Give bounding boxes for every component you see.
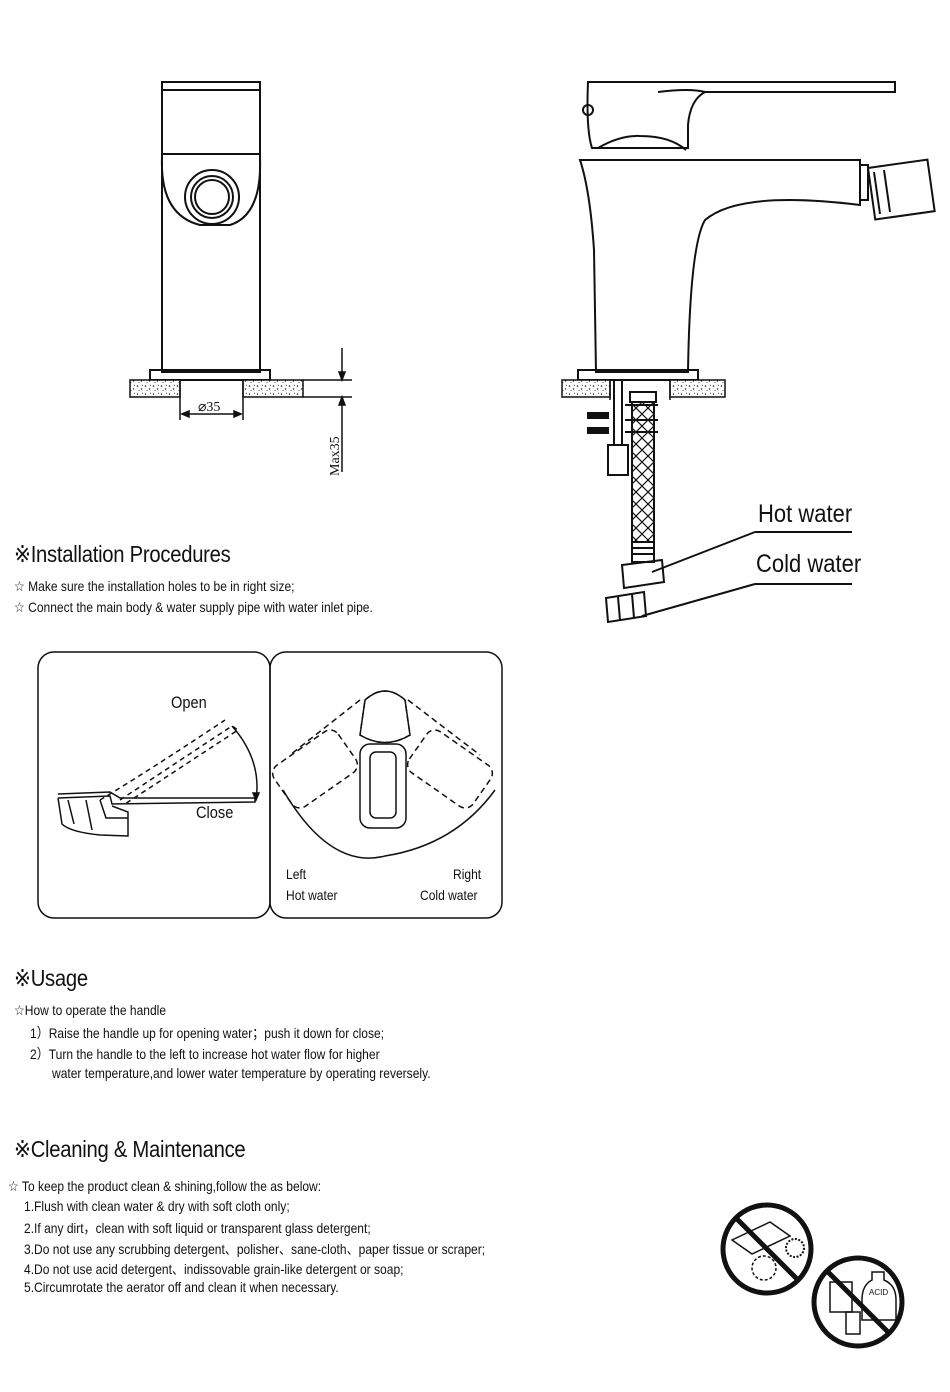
cleaning-title: ※Cleaning & Maintenance [14,1136,246,1162]
cleaning-intro: ☆ To keep the product clean & shining,fo… [8,1178,322,1194]
usage-item: 1）Raise the handle up for opening water；… [30,1025,385,1041]
left-right-handle [271,690,496,859]
open-label: Open [171,693,207,712]
acid-label: ACID [869,1288,889,1297]
cleaning-item: 5.Circumrotate the aerator off and clean… [24,1279,339,1295]
right-cold-water-label: Cold water [420,887,478,903]
installation-title: ※Installation Procedures [14,541,231,567]
side-mounting-pipes [587,380,852,624]
left-hot-water-label: Hot water [286,887,338,903]
usage-intro: ☆How to operate the handle [14,1002,167,1018]
faucet-technical-drawing [129,81,936,624]
usage-title: ※Usage [14,965,88,991]
side-countertop [561,379,726,400]
hole-diameter-dim: ⌀35 [198,400,221,415]
cleaning-item: 2.If any dirt，clean with soft liquid or … [24,1220,371,1236]
usage-item: 2）Turn the handle to the left to increas… [30,1046,380,1062]
side-view-faucet [577,81,936,381]
cleaning-item: 4.Do not use acid detergent、indissovable… [24,1261,404,1277]
installation-item: ☆ Connect the main body & water supply p… [14,599,373,615]
usage-item: water temperature,and lower water temper… [52,1065,431,1081]
close-label: Close [196,803,234,822]
hot-water-label: Hot water [758,500,853,528]
no-acid-icon [811,1255,905,1349]
front-view-faucet [149,81,271,381]
installation-item: ☆ Make sure the installation holes to be… [14,578,295,594]
cleaning-item: 1.Flush with clean water & dry with soft… [24,1198,290,1214]
no-scrubbing-icon [720,1202,814,1296]
max-thickness-dim: Max35 [328,436,343,476]
cold-water-label: Cold water [756,550,862,578]
left-label: Left [286,866,307,882]
right-label: Right [453,866,482,882]
front-countertop [129,348,352,472]
cleaning-item: 3.Do not use any scrubbing detergent、pol… [24,1241,486,1257]
